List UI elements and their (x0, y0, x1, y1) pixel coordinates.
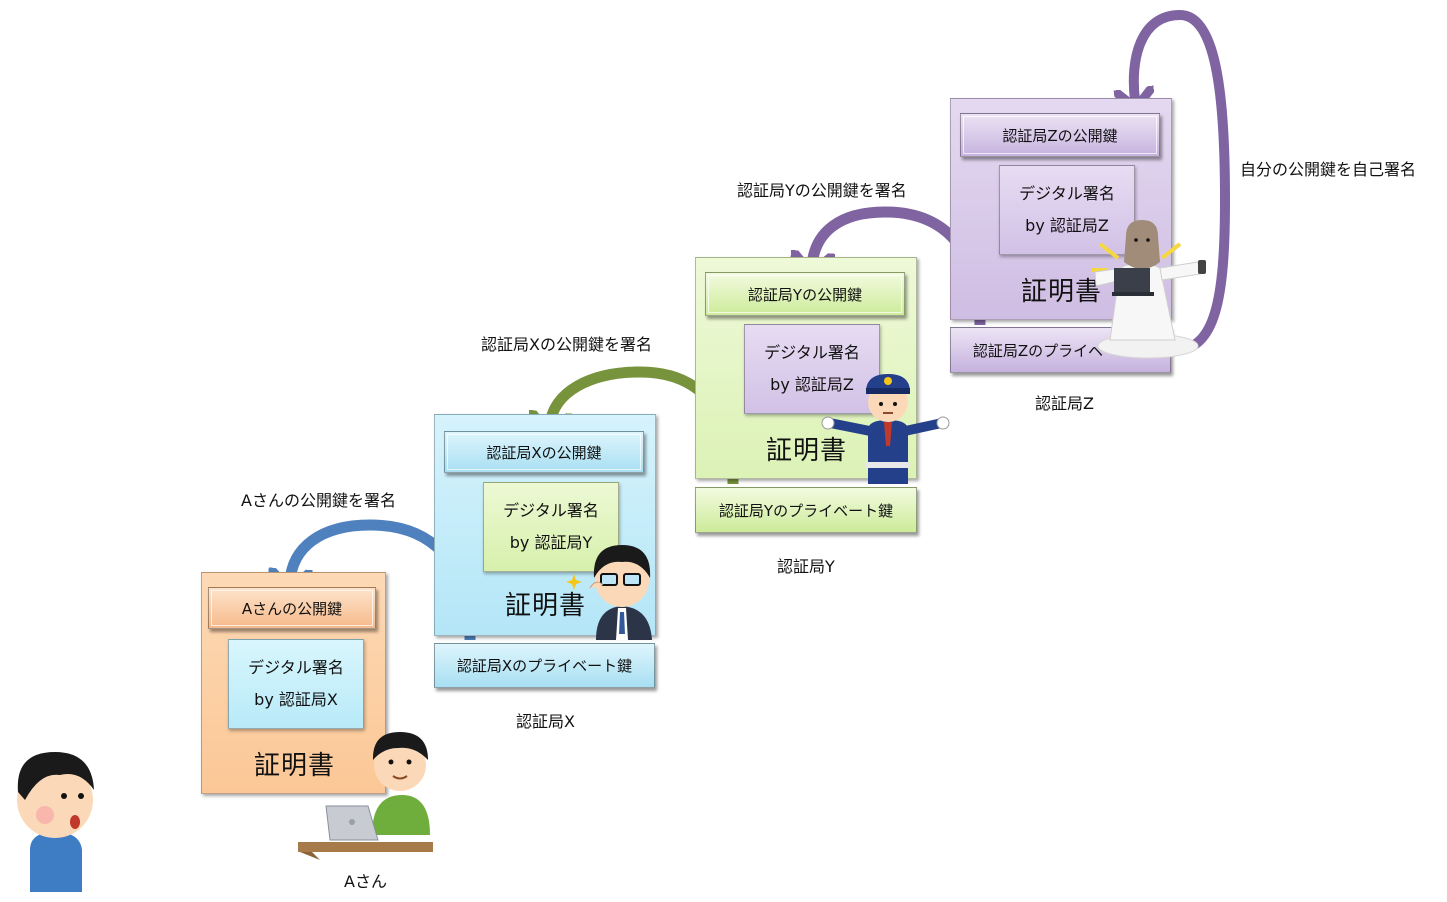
public-key-x: 認証局Xの公開鍵 (444, 431, 644, 473)
arrow-label-y-signs-x: 認証局Xの公開鍵を署名 (481, 335, 652, 354)
owner-label-a: Aさん (344, 872, 387, 891)
public-key-y: 認証局Yの公開鍵 (705, 272, 905, 316)
owner-label-x: 認証局X (516, 712, 575, 731)
signature-z: デジタル署名 by 認証局Z (999, 165, 1135, 255)
certificate-a-title: 証明書 (254, 751, 336, 781)
public-key-z: 認証局Zの公開鍵 (960, 113, 1160, 157)
certificate-x-title: 証明書 (505, 591, 587, 621)
arrow-z-self-sign (1134, 9, 1231, 355)
arrow-label-x-signs-a: Aさんの公開鍵を署名 (241, 491, 396, 510)
arrow-label-z-signs-y: 認証局Yの公開鍵を署名 (737, 181, 907, 200)
arrow-label-z-self-sign: 自分の公開鍵を自己署名 (1240, 160, 1417, 179)
signature-z-line2: by 認証局Z (1025, 216, 1109, 235)
certificate-y-title: 証明書 (766, 436, 848, 466)
signature-a-line1: デジタル署名 (248, 658, 344, 677)
private-key-y: 認証局Yのプライベート鍵 (695, 487, 917, 533)
signature-a: デジタル署名 by 認証局X (228, 639, 364, 729)
private-key-x: 認証局Xのプライベート鍵 (434, 643, 655, 688)
signature-y-line2: by 認証局Z (770, 375, 854, 394)
signature-x-line2: by 認証局Y (509, 533, 593, 552)
signature-y: デジタル署名 by 認証局Z (744, 324, 880, 414)
signature-z-line1: デジタル署名 (1019, 184, 1115, 203)
signature-x-line1: デジタル署名 (503, 501, 599, 520)
signature-x: デジタル署名 by 認証局Y (483, 482, 619, 572)
public-key-a: Aさんの公開鍵 (208, 587, 376, 629)
signature-a-line2: by 認証局X (254, 690, 338, 709)
certificate-x: 認証局Xの公開鍵 デジタル署名 by 認証局Y 証明書 (434, 414, 656, 636)
certificate-a: Aさんの公開鍵 デジタル署名 by 認証局X 証明書 (201, 572, 386, 794)
certificate-z-title: 証明書 (1021, 277, 1103, 307)
owner-label-z: 認証局Z (1035, 394, 1094, 413)
signature-y-line1: デジタル署名 (764, 343, 860, 362)
owner-label-y: 認証局Y (777, 557, 835, 576)
